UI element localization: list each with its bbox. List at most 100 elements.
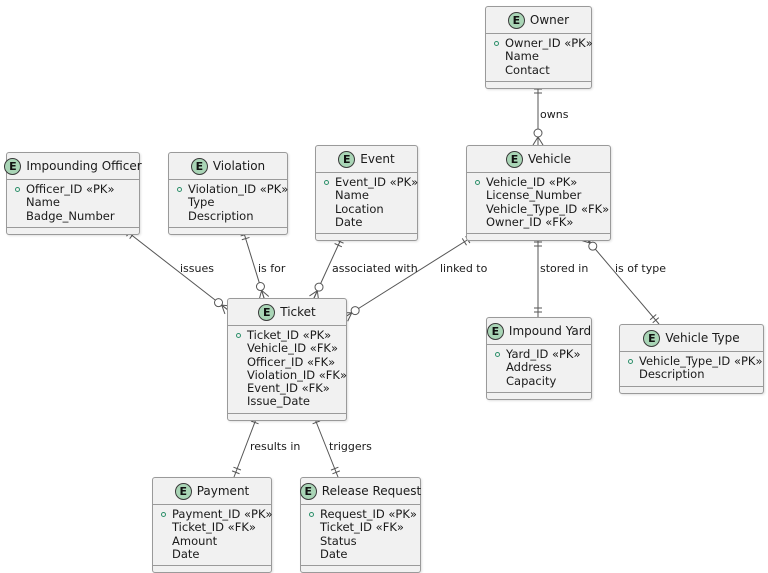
entity-title: Owner [529,13,570,27]
crows-foot-prong [221,304,226,315]
cardinality-one-tick [649,314,657,321]
entity-badge-icon: E [190,157,208,175]
entity-attribute: Amount [161,534,265,548]
entity-title: Impound Yard [508,324,592,338]
entity-attribute: Date [161,547,265,561]
crows-foot-prong [347,312,353,322]
entity-attribute: Location [324,202,411,216]
entity-methods-section [169,228,287,234]
entity-attribute: Name [494,50,585,63]
crows-foot-prong [261,290,265,299]
entity-title: Impounding Officer [26,159,142,173]
relationship-linked-to [342,236,473,322]
entity-attribute: License_Number [475,189,604,202]
relationship-line [344,236,473,318]
crows-foot-prong [313,290,318,299]
entity-attribute: Date [324,214,411,229]
entity-attribute: Violation_ID «FK» [236,368,347,382]
cardinality-one-tick [652,317,660,324]
entity-attributes: Ticket_ID «PK»Vehicle_ID «FK»Officer_ID … [228,326,347,414]
entity-methods-section [153,566,271,572]
primary-key-attribute: Officer_ID «PK» [15,182,133,196]
entity-methods-section [301,566,420,572]
cardinality-one-tick [231,470,240,475]
attribute-text: Date [335,214,363,229]
attribute-text: Name [335,188,369,203]
relationship-label: is for [258,262,286,275]
relationship-label: issues [180,262,214,275]
attribute-text: Owner_ID «FK» [486,214,574,229]
attribute-text: Capacity [506,373,557,388]
entity-badge-icon: E [174,482,192,500]
cardinality-zero-circle [214,298,224,308]
relationship-label: stored in [540,262,589,275]
entity-attribute: Address [495,361,585,374]
attribute-text: Ticket_ID «PK» [247,328,332,342]
entity-badge-icon: E [506,150,524,168]
relationship-line [124,229,229,311]
entity-badge-icon: E [338,150,356,168]
cardinality-one-tick [250,420,259,425]
attribute-text: Address [506,360,552,375]
attribute-text: Date [320,546,348,561]
primary-key-marker-icon [236,333,241,338]
attribute-text: Status [320,533,357,548]
entity-attribute: Name [15,196,133,209]
entity-attribute: Ticket_ID «FK» [309,521,414,534]
primary-key-attribute: Event_ID «PK» [324,175,418,189]
attribute-text: Badge_Number [26,208,115,223]
cardinality-zero-circle [350,306,360,316]
attribute-text: Event_ID «FK» [247,381,330,396]
primary-key-attribute: Violation_ID «PK» [177,182,288,196]
attribute-text: Violation_ID «PK» [188,182,289,196]
entity-attribute: Ticket_ID «FK» [161,521,265,534]
attribute-text: Event_ID «PK» [335,175,419,189]
primary-key-marker-icon [324,180,329,185]
cardinality-one-tick [332,470,341,475]
entity-attribute: Vehicle_ID «FK» [236,342,340,355]
cardinality-one-tick [334,243,343,248]
cardinality-one-tick [461,238,467,246]
attribute-text: Violation_ID «FK» [247,367,347,382]
cardinality-one-tick [241,236,250,241]
entity-attribute: Event_ID «FK» [236,382,340,395]
entity-title: Release Request [321,484,422,498]
crows-foot-prong [258,290,263,300]
primary-key-marker-icon [15,187,20,192]
entity-methods-section [316,234,417,240]
entity-badge-icon: E [258,303,276,321]
attribute-text: Officer_ID «PK» [26,182,115,196]
entity-attribute: Date [309,546,414,561]
entity-attributes: Vehicle_Type_ID «PK»Description [620,352,763,387]
entity-title: Violation [212,159,266,173]
primary-key-marker-icon [495,352,500,357]
crows-foot-prong [309,290,318,297]
cardinality-zero-circle [533,128,543,138]
primary-key-marker-icon [309,512,314,517]
attribute-text: Vehicle_ID «FK» [247,341,339,356]
crows-foot-prong [221,304,229,311]
crows-foot-prong [532,136,539,146]
entity-attribute: Badge_Number [15,208,133,223]
attribute-text: Vehicle_Type_ID «PK» [639,354,763,368]
